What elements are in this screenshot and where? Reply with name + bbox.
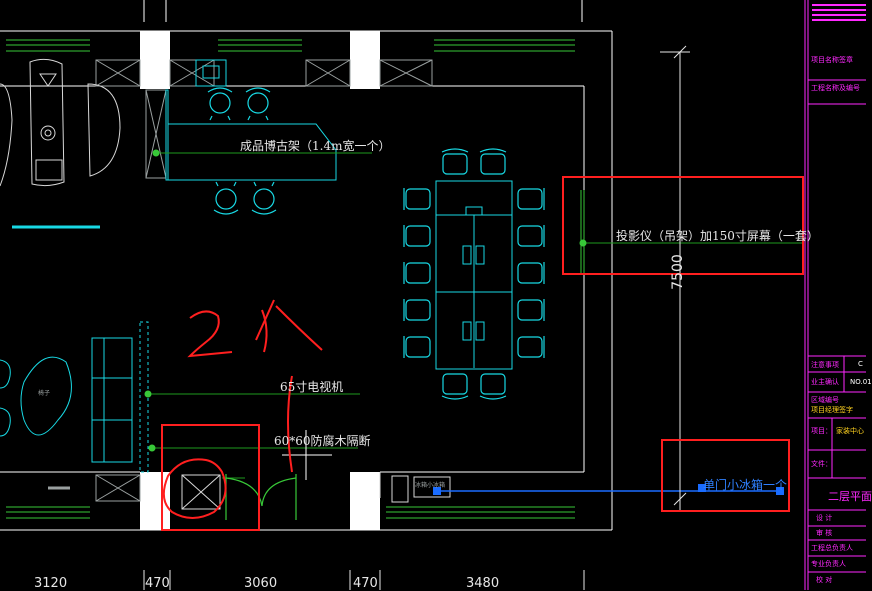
title-block-row-7: 项目：: [811, 427, 832, 435]
title-block-stripes: [812, 4, 866, 21]
fridge-label: 单门小冰箱一个: [703, 478, 788, 492]
chair: [403, 188, 431, 210]
chair: [403, 299, 431, 321]
title-block-partial-1: C: [858, 360, 863, 368]
title-block-row-6: 项目经理签字: [811, 406, 853, 414]
red-markup: [161, 176, 804, 531]
title-block-row-11: 审 核: [816, 529, 833, 537]
dimension-bottom-2: 470: [145, 576, 170, 591]
cabinet-box: [181, 472, 451, 510]
title-block-row-13: 专业负责人: [811, 560, 846, 568]
title-block-row-12: 工程总负责人: [811, 544, 853, 552]
chair: [441, 373, 469, 400]
dimension-bottom-5: 3480: [466, 576, 500, 591]
dimension-bottom-3: 3060: [244, 576, 278, 591]
conference-chairs: [403, 148, 545, 400]
chair: [517, 336, 545, 358]
chair: [517, 188, 545, 210]
fridge-leader: [433, 484, 784, 495]
windows: [6, 39, 575, 519]
tea-area: [0, 58, 121, 187]
conference-table: [435, 180, 513, 370]
chair: [403, 225, 431, 247]
chair-label: 椅子: [38, 390, 51, 397]
lounge-furniture: [0, 321, 149, 473]
title-block-row-3: 注意事项: [811, 361, 839, 369]
title-block-frame: [804, 0, 866, 590]
bar-stools: [207, 87, 277, 215]
chair: [517, 299, 545, 321]
drawing-title: 二层平面: [828, 490, 872, 503]
partition-label: 60*60防腐木隔断: [274, 434, 371, 448]
title-block-row-14: 校 对: [816, 576, 833, 584]
tv-label: 65寸电视机: [280, 380, 344, 394]
dimension-bottom-4: 470: [353, 576, 378, 591]
columns: [140, 31, 380, 530]
title-block-row-4: 业主确认: [811, 378, 839, 386]
title-block-partial-2: NO.01: [850, 378, 872, 386]
chair: [517, 225, 545, 247]
dimension-line-vertical: [660, 45, 690, 510]
doors: [225, 474, 297, 520]
chair: [517, 262, 545, 284]
title-block-row-5: 区域编号: [811, 396, 839, 404]
display-shelf-label: 成品博古架（1.4m宽一个）: [240, 139, 391, 153]
dimension-bottom-1: 3120: [34, 576, 68, 591]
title-block-partial-3: 家装中心: [836, 427, 864, 435]
projector-screen: [580, 190, 585, 275]
chair: [441, 148, 469, 175]
projector-label: 投影仪（吊架）加150寸屏幕（一套）: [616, 229, 819, 243]
title-block-row-1: 项目名称签章: [811, 56, 853, 64]
chair: [479, 148, 507, 175]
title-block-row-2: 工程名称及编号: [811, 84, 860, 92]
chair: [403, 336, 431, 358]
fridge-box-label: 冰箱小冰箱: [415, 482, 446, 489]
display-shelf: [165, 59, 337, 181]
dimension-line-bottom: [143, 570, 585, 590]
title-block-row-8: 文件：: [811, 460, 832, 468]
chair: [403, 262, 431, 284]
chair: [479, 373, 507, 400]
dimension-vertical: 7500: [669, 254, 686, 290]
duct-boxes: [95, 59, 433, 502]
title-block-row-10: 设 计: [816, 514, 833, 522]
